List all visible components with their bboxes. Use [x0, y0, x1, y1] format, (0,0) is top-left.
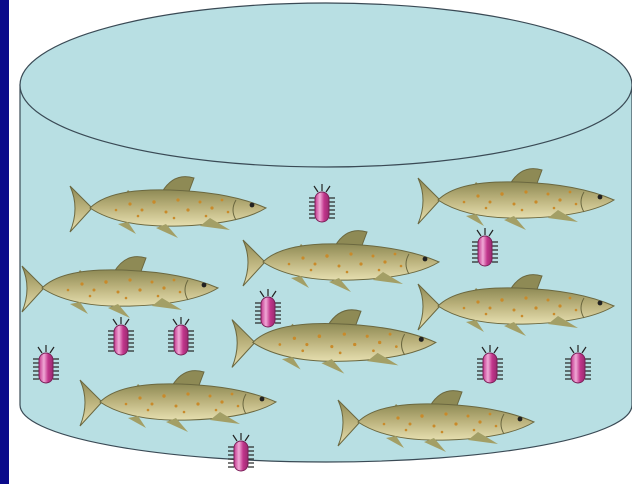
tank-water-surface	[20, 3, 632, 167]
tank	[20, 3, 632, 462]
